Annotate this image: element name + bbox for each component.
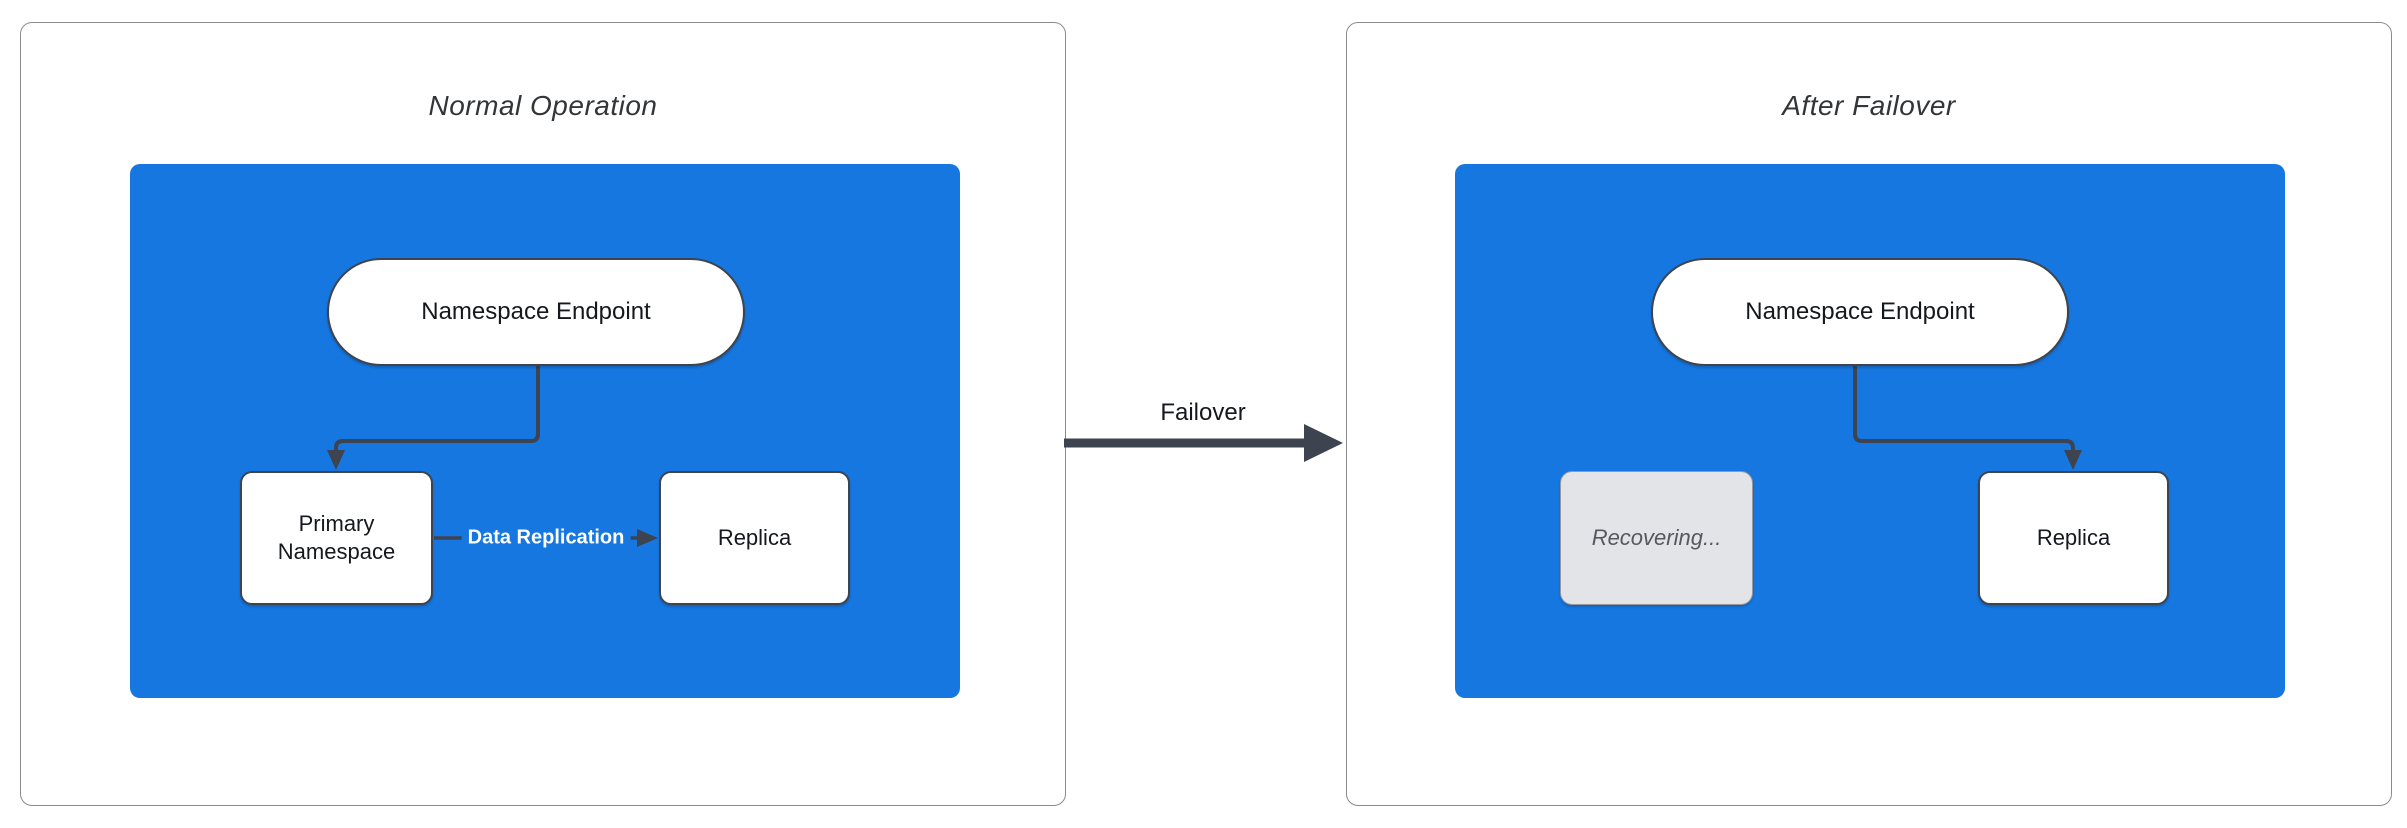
node-namespace-endpoint-right: Namespace Endpoint: [1651, 258, 2069, 366]
cluster-normal-operation: [130, 164, 960, 698]
panel-title-normal-operation: Normal Operation: [428, 90, 658, 121]
node-recovering: Recovering...: [1560, 471, 1753, 605]
edge-label-data-replication: Data Replication: [461, 523, 631, 553]
node-namespace-endpoint-left: Namespace Endpoint: [327, 258, 745, 366]
node-primary-namespace: Primary Namespace: [240, 471, 433, 605]
panel-title-after-failover: After Failover: [1782, 90, 1956, 121]
arrowhead-failover: [1304, 424, 1343, 462]
cluster-after-failover: [1455, 164, 2285, 698]
node-replica-left: Replica: [659, 471, 850, 605]
node-replica-right: Replica: [1978, 471, 2169, 605]
edge-label-failover: Failover: [1156, 399, 1250, 427]
